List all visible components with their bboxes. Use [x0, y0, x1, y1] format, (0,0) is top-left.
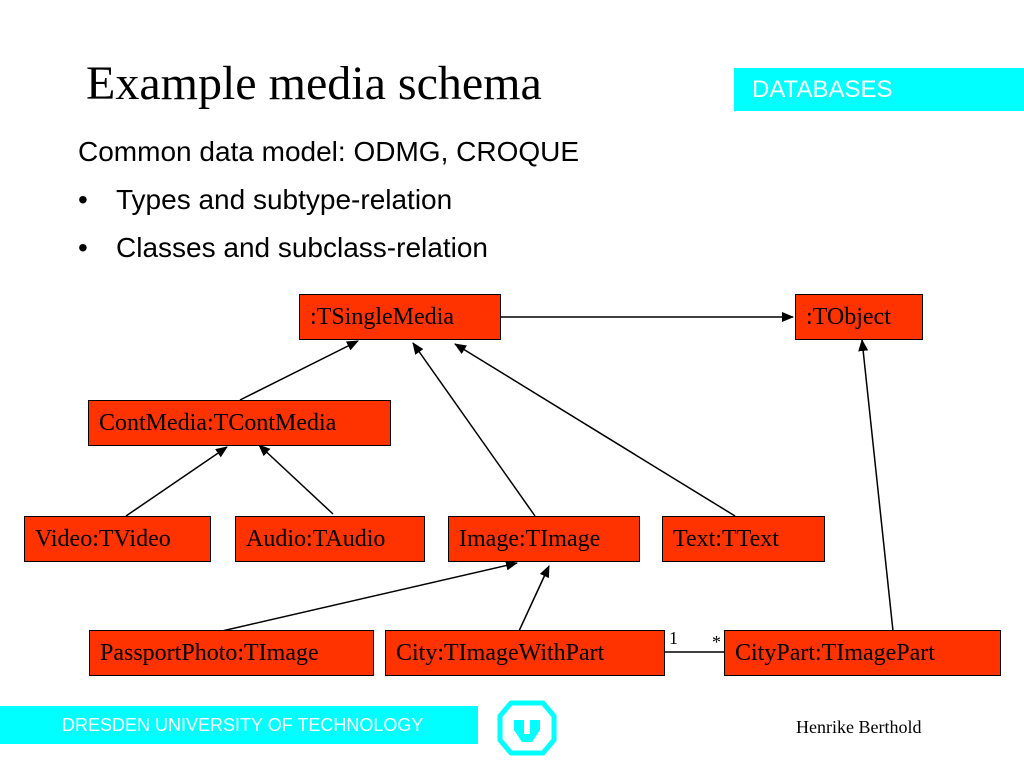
multiplicity-one: 1 [669, 628, 678, 648]
edge-contmedia-tsinglemedia [239, 340, 359, 401]
footer-university-bar: DRESDEN UNIVERSITY OF TECHNOLOGY [0, 706, 478, 744]
badge-label: DATABASES [752, 76, 893, 103]
node-passportphoto: PassportPhoto:TImage [89, 630, 374, 676]
node-tsinglemedia: :TSingleMedia [299, 294, 501, 340]
edge-passportphoto-image [221, 560, 518, 632]
node-city: City:TImageWithPart [385, 630, 665, 676]
bullet-item: Types and subtype-relation [78, 184, 488, 232]
node-tobject: :TObject [795, 294, 923, 340]
tu-dresden-logo-icon [497, 700, 557, 756]
databases-badge: DATABASES [734, 68, 1024, 111]
node-citypart: CityPart:TImagePart [724, 630, 1001, 676]
edge-audio-contmedia [258, 444, 334, 515]
edge-citypart-tobject [858, 339, 894, 632]
node-text: Text:TText [662, 516, 825, 562]
edge-text-tsinglemedia [454, 343, 736, 517]
author-name: Henrike Berthold [796, 717, 922, 737]
node-video: Video:TVideo [24, 516, 211, 562]
page-title: Example media schema [86, 57, 542, 110]
node-image: Image:TImage [448, 516, 640, 562]
bullet-list: Types and subtype-relation Classes and s… [78, 184, 488, 280]
multiplicity-many: * [712, 632, 721, 652]
bullet-item: Classes and subclass-relation [78, 232, 488, 280]
university-name: DRESDEN UNIVERSITY OF TECHNOLOGY [62, 715, 424, 735]
subtitle: Common data model: ODMG, CROQUE [78, 136, 580, 167]
node-audio: Audio:TAudio [235, 516, 425, 562]
node-contmedia: ContMedia:TContMedia [88, 400, 391, 446]
edge-city-image [518, 565, 550, 632]
edge-video-contmedia [125, 446, 228, 517]
edge-image-tsinglemedia [412, 342, 536, 517]
